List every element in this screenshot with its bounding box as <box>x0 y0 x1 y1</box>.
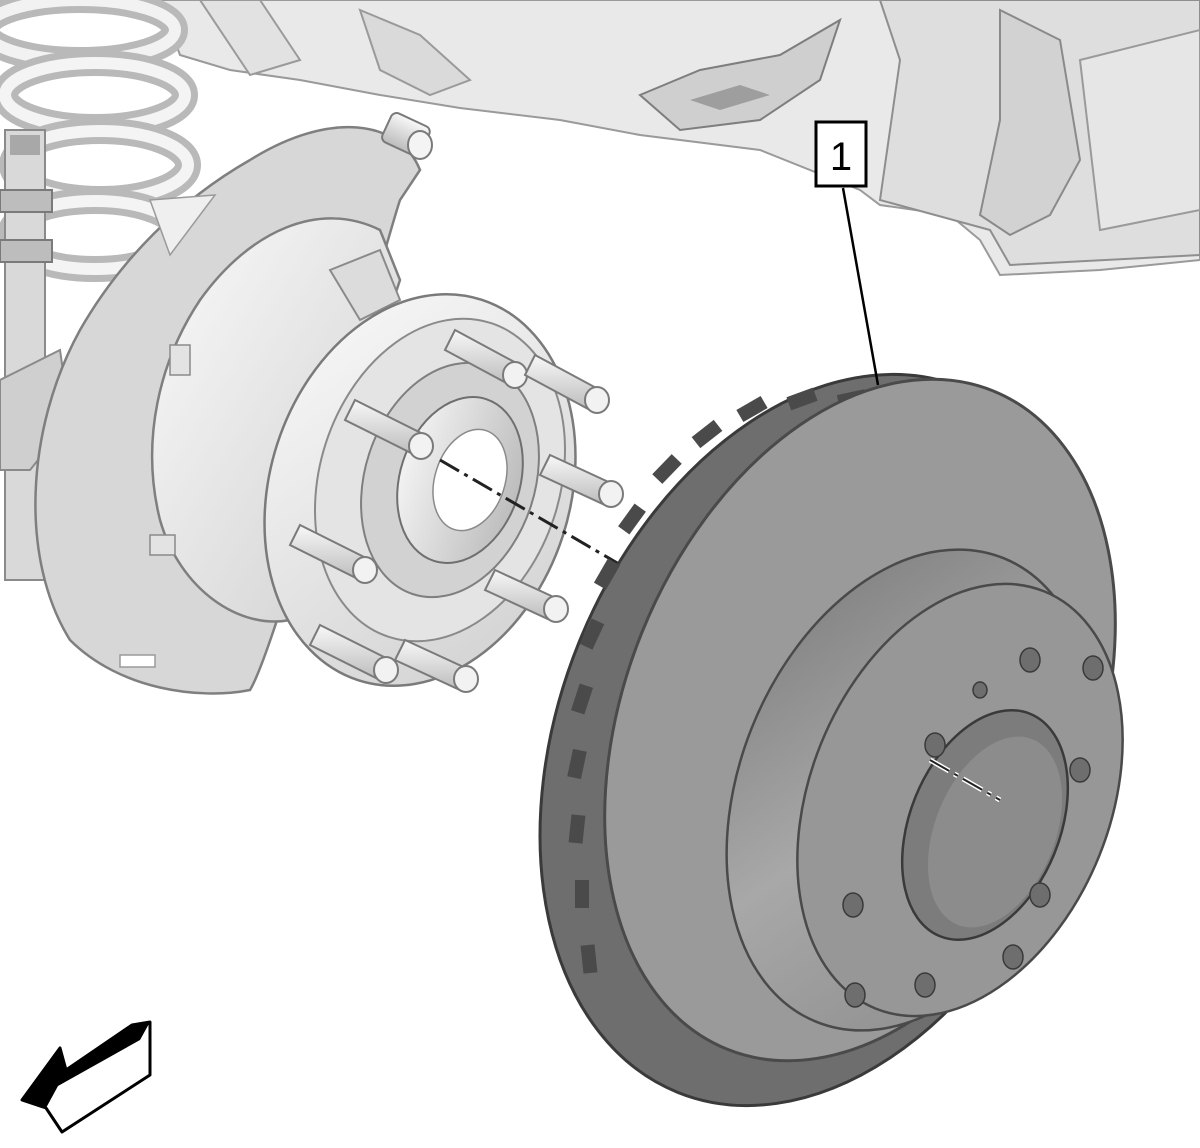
wheel-stud <box>538 453 624 508</box>
wheel-stud <box>308 623 399 684</box>
arrow-forward-icon <box>20 1020 152 1134</box>
wheel-stud <box>343 398 434 460</box>
wheel-stud <box>523 353 610 414</box>
wheel-stud <box>393 638 479 693</box>
steering-knuckle <box>149 217 402 623</box>
wheel-stud <box>443 328 528 389</box>
alignment-centerline <box>439 458 651 584</box>
callout-box <box>814 120 868 188</box>
callout-label: 1 <box>830 135 852 179</box>
callout-1: 1 <box>814 120 880 386</box>
bracket-bolt <box>381 112 433 160</box>
wheel-stud <box>483 568 569 623</box>
callout-leader-line <box>841 187 880 386</box>
wheel-studs <box>288 328 624 693</box>
brake-rotor <box>538 372 1124 1108</box>
vehicle-frame <box>158 0 1200 277</box>
wheel-stud <box>288 523 378 584</box>
rotor-lug-holes <box>842 647 1104 1008</box>
